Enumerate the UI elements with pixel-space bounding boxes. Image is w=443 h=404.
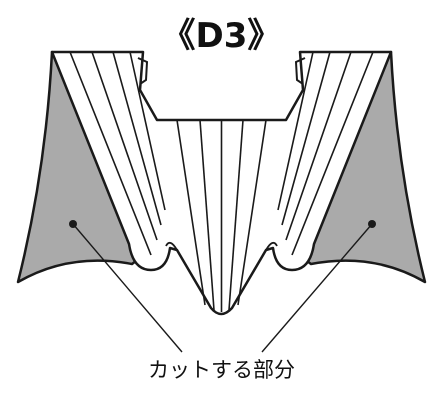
right-notch-fold xyxy=(265,241,278,251)
left-leader-line xyxy=(72,223,183,353)
cut-area-caption: カットする部分 xyxy=(148,358,295,382)
left-flap-tab xyxy=(137,57,149,85)
diagram-title: 《D3》 xyxy=(161,16,282,56)
right-flap-tab xyxy=(294,57,306,85)
left-pleat-lines xyxy=(69,51,166,256)
left-notch-fold xyxy=(165,241,178,251)
right-pleat-lines xyxy=(277,51,374,256)
center-pleat-lines xyxy=(176,119,267,312)
cut-area-right xyxy=(301,50,427,284)
right-leader-line xyxy=(261,223,373,353)
